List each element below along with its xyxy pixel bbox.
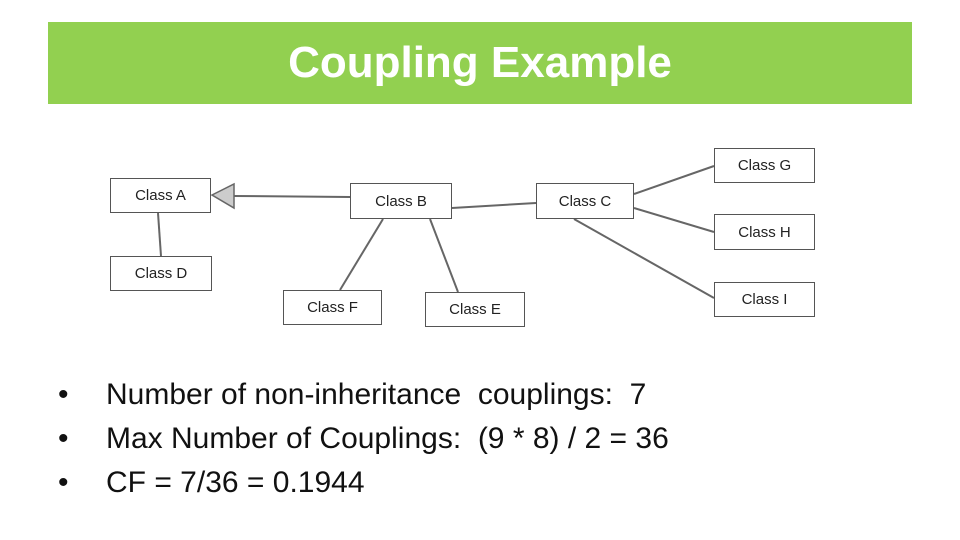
class-g-box: Class G [714, 148, 815, 183]
slide-title: Coupling Example [288, 38, 672, 87]
bullet-list: •Number of non-inheritance couplings: 7 … [58, 373, 669, 505]
class-c-box: Class C [536, 183, 634, 219]
edge-b-a-inheritance [233, 195, 351, 198]
class-c-label: Class C [558, 192, 612, 210]
class-f-box: Class F [283, 290, 382, 325]
class-b-box: Class B [350, 183, 452, 219]
bullet-text: CF = 7/36 = 0.1944 [106, 466, 365, 499]
bullet-text: Max Number of Couplings: (9 * 8) / 2 = 3… [106, 422, 669, 455]
bullet-item: • CF = 7/36 = 0.1944 [58, 461, 669, 505]
bullet-item: • Number of non-inheritance couplings: 7 [58, 373, 669, 417]
class-d-box: Class D [110, 256, 212, 291]
class-e-box: Class E [425, 292, 525, 327]
edge-c-h [633, 207, 715, 233]
bullet-dot: • [58, 378, 69, 411]
bullet-text: Number of non-inheritance couplings: 7 [106, 378, 647, 411]
class-d-label: Class D [134, 265, 188, 282]
title-bar: Coupling Example [48, 22, 912, 104]
class-h-label: Class H [738, 223, 791, 241]
class-h-box: Class H [714, 214, 815, 250]
class-a-label: Class A [135, 187, 186, 204]
class-b-label: Class B [375, 192, 427, 210]
class-g-label: Class G [737, 157, 792, 174]
class-i-box: Class I [714, 282, 815, 317]
class-i-label: Class I [741, 291, 788, 308]
edge-c-g [633, 165, 715, 195]
edge-b-e [429, 218, 459, 293]
edge-a-d [157, 212, 162, 257]
edge-b-f [339, 218, 384, 291]
bullet-item: • Max Number of Couplings: (9 * 8) / 2 = … [58, 417, 669, 461]
class-f-label: Class F [307, 299, 358, 316]
edge-c-i [573, 218, 715, 299]
bullet-dot: • [58, 422, 69, 455]
edge-b-c [451, 202, 537, 209]
bullet-dot: • [58, 466, 69, 499]
class-a-box: Class A [110, 178, 211, 213]
inheritance-arrowhead [210, 182, 235, 210]
class-e-label: Class E [449, 301, 501, 318]
